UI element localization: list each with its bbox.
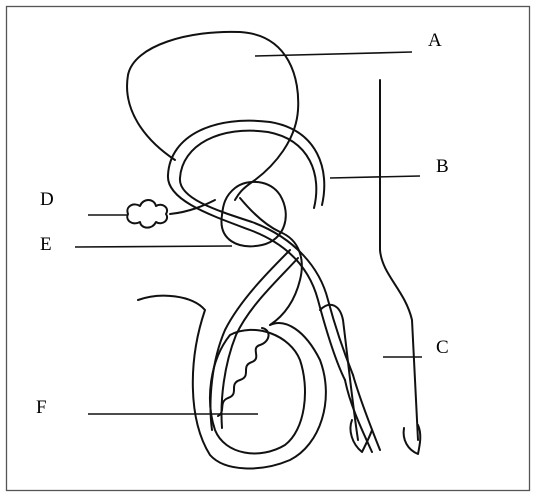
diagram-border [7, 7, 530, 491]
vas-deferens-inner [180, 131, 353, 375]
urethra-upper [240, 198, 302, 325]
leader-e [75, 246, 232, 247]
label-d: D [40, 190, 54, 209]
penis-outer [380, 80, 418, 440]
bladder-shape [127, 32, 298, 200]
label-e: E [40, 235, 52, 254]
scrotum-outer [138, 296, 326, 469]
leader-a [255, 52, 412, 56]
vas-deferens-outer [168, 121, 345, 380]
label-a: A [428, 31, 442, 50]
label-f: F [36, 398, 47, 417]
label-c: C [436, 338, 449, 357]
testis [210, 330, 305, 454]
leader-b [330, 176, 420, 178]
label-b: B [436, 157, 449, 176]
bulbourethral-gland [127, 200, 167, 228]
